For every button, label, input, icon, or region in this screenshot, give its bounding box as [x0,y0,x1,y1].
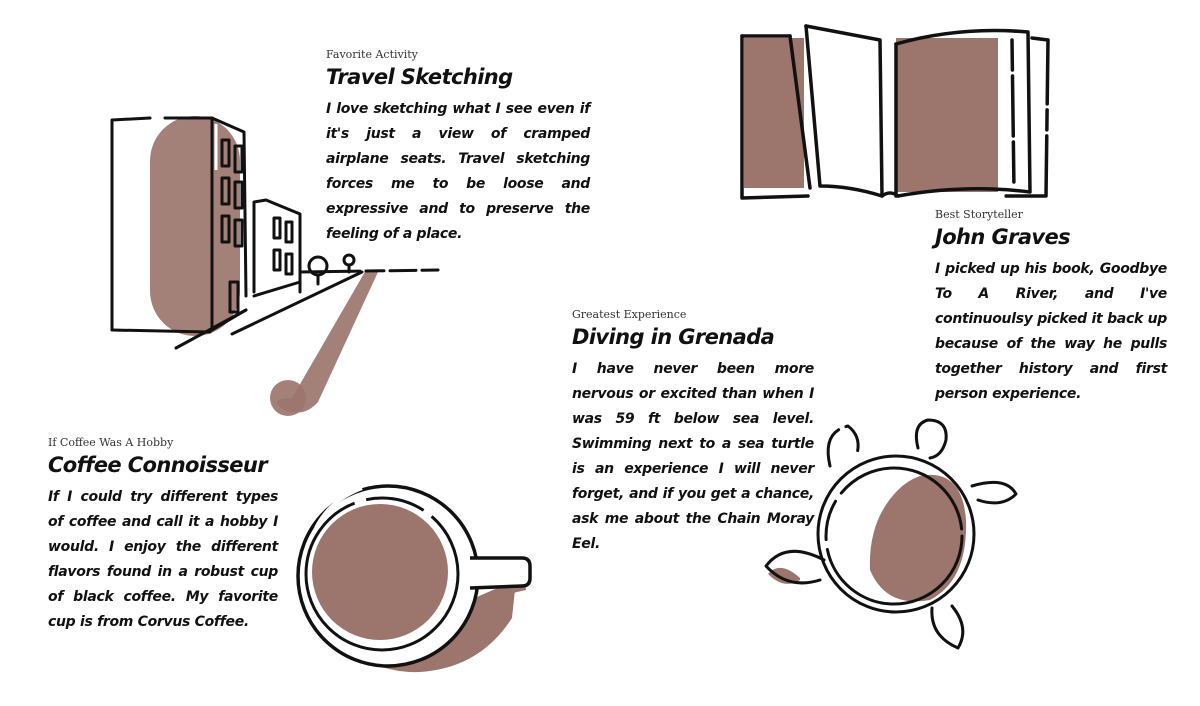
section-body: I have never been more nervous or excite… [572,361,814,552]
section-kicker: Greatest Experience [572,308,687,321]
section-kicker: Best Storyteller [935,208,1023,221]
shell-accent-shape [869,474,967,602]
section-body: I picked up his book, Goodbye To A River… [935,261,1167,402]
coffee-cup-icon [296,484,532,673]
greatest-experience-section: Greatest Experience Diving in Grenada I … [572,308,814,557]
section-title: Diving in Grenada [572,325,775,349]
best-storyteller-section: Best Storyteller John Graves I picked up… [935,208,1167,407]
open-book-icon [740,24,1050,200]
section-kicker: If Coffee Was A Hobby [48,436,174,449]
section-body: If I could try different types of coffee… [48,489,278,630]
building-accent-shape [150,116,240,336]
section-title: John Graves [935,225,1071,249]
section-kicker: Favorite Activity [326,48,418,61]
street-accent-shape [276,270,378,413]
section-title: Travel Sketching [326,65,513,89]
section-body: I love sketching what I see even if it's… [326,101,590,242]
sea-turtle-icon [764,418,1018,650]
section-title: Coffee Connoisseur [48,453,268,477]
building-street-icon [110,116,440,416]
travel-sketching-section: Favorite Activity Travel Sketching I lov… [326,48,590,247]
coffee-connoisseur-section: If Coffee Was A Hobby Coffee Connoisseur… [48,436,278,635]
